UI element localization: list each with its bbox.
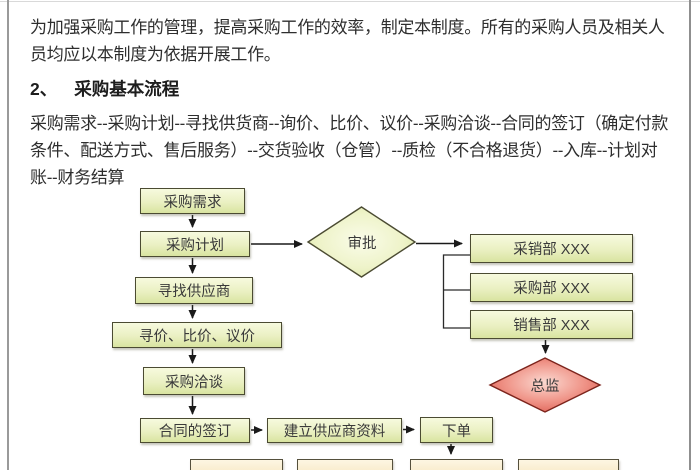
section-title: 采购基本流程 (74, 79, 180, 99)
node-dept-procurement-sales: 采销部 XXX (470, 234, 633, 263)
node-label: 销售部 XXX (513, 318, 590, 334)
section-heading: 2、采购基本流程 (30, 76, 179, 101)
page-left-border (7, 0, 9, 470)
process-summary-paragraph: 采购需求--采购计划--寻找供货商--询价、比价、议价--采购洽谈--合同的签订… (30, 114, 669, 187)
node-label: 建立供应商资料 (283, 424, 386, 440)
node-bottom-row-2 (297, 459, 393, 470)
section-number: 2、 (30, 79, 58, 99)
node-bottom-row-3 (410, 459, 503, 470)
approval-decision-diamond (306, 206, 417, 278)
node-purchase-plan: 采购计划 (140, 231, 250, 257)
dept-bracket-connector (442, 254, 470, 329)
node-find-supplier: 寻找供应商 (135, 277, 253, 304)
director-decision-diamond (488, 357, 602, 413)
node-bottom-row-4 (518, 459, 619, 470)
node-contract-signing: 合同的签订 (140, 418, 250, 443)
node-bottom-row-1 (190, 459, 283, 470)
node-label: 采购洽谈 (165, 374, 223, 391)
node-pricing-compare-negotiate: 寻价、比价、议价 (112, 322, 282, 348)
node-place-order: 下单 (420, 417, 493, 443)
node-label: 寻价、比价、议价 (139, 328, 255, 345)
node-label: 采购计划 (166, 237, 224, 254)
director-diamond-label: 总监 (530, 378, 560, 395)
node-label: 下单 (442, 423, 471, 440)
node-label: 合同的签订 (158, 424, 232, 440)
node-dept-sales: 销售部 XXX (470, 310, 633, 339)
node-dept-purchasing: 采购部 XXX (470, 273, 633, 302)
node-purchase-demand: 采购需求 (140, 188, 245, 214)
flow-arrows (188, 215, 550, 455)
node-label: 采购需求 (163, 194, 222, 211)
page-right-border (689, 0, 691, 470)
node-label: 采购部 XXX (513, 281, 590, 297)
node-purchase-negotiation: 采购洽谈 (143, 367, 245, 395)
intro-paragraph: 为加强采购工作的管理，提高采购工作的效率，制定本制度。所有的采购人员及相关人员均… (30, 18, 665, 64)
approval-diamond-label: 审批 (347, 235, 377, 252)
page-top-border (0, 1, 700, 2)
node-supplier-profile: 建立供应商资料 (267, 418, 402, 443)
node-label: 寻找供应商 (157, 284, 231, 300)
node-label: 采销部 XXX (513, 242, 590, 258)
